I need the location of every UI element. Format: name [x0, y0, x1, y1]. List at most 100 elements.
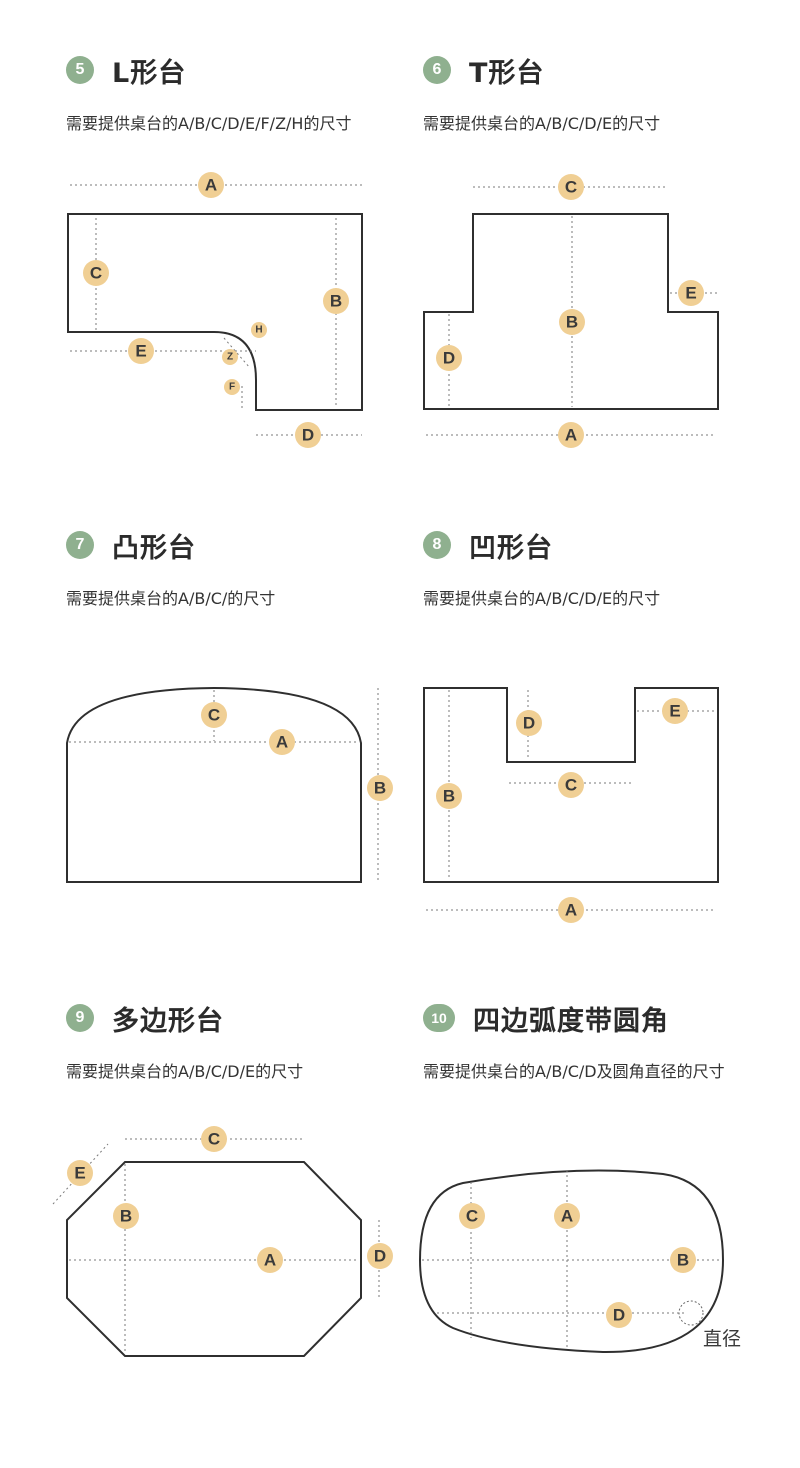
dimension-label-c: C: [558, 772, 584, 798]
panel-rounded-arc-shape: 10 四边弧度带圆角 需要提供桌台的A/B/C/D及圆角直径的尺寸 C A B …: [418, 998, 800, 1468]
svg-text:B: B: [120, 1207, 132, 1226]
step-number-badge: 6: [423, 56, 451, 84]
table-outline: [66, 1161, 362, 1357]
panel-header: 8 凹形台: [423, 525, 553, 565]
dimension-label-c: C: [201, 702, 227, 728]
panel-description: 需要提供桌台的A/B/C/的尺寸: [66, 589, 276, 608]
panel-header: 5 L形台: [66, 50, 186, 90]
table-outline: [423, 213, 719, 410]
svg-text:D: D: [443, 349, 455, 368]
svg-text:D: D: [523, 714, 535, 733]
dimension-label-a: A: [558, 422, 584, 448]
svg-text:A: A: [565, 426, 577, 445]
dimension-label-c: C: [201, 1126, 227, 1152]
dimension-label-d: D: [516, 710, 542, 736]
svg-text:D: D: [613, 1306, 625, 1325]
panel-header: 6 T形台: [423, 50, 544, 90]
table-outline: [418, 1169, 725, 1354]
svg-text:B: B: [677, 1251, 689, 1270]
svg-text:C: C: [565, 776, 577, 795]
panel-title: 凹形台: [469, 532, 553, 564]
svg-text:C: C: [208, 706, 220, 725]
svg-text:F: F: [229, 382, 235, 393]
dimension-label-f: F: [224, 379, 240, 395]
panel-title: 凸形台: [112, 532, 196, 564]
step-number-badge: 7: [66, 531, 94, 559]
svg-text:B: B: [330, 292, 342, 311]
table-outline: [423, 687, 719, 883]
panel-header: 9 多边形台: [66, 998, 224, 1038]
svg-text:H: H: [255, 325, 262, 336]
panel-description: 需要提供桌台的A/B/C/D/E的尺寸: [423, 589, 661, 608]
dimension-label-c: C: [83, 260, 109, 286]
panel-l-shape: 5 L形台 需要提供桌台的A/B/C/D/E/F/Z/H的尺寸 A C B E …: [66, 50, 446, 520]
svg-text:E: E: [685, 284, 696, 303]
svg-text:E: E: [135, 342, 146, 361]
polygon-shape-diagram: C E B A D: [52, 1126, 393, 1357]
dimension-label-b: B: [113, 1203, 139, 1229]
dimension-label-e: E: [128, 338, 154, 364]
dimension-label-d: D: [606, 1302, 632, 1328]
dimension-label-b: B: [323, 288, 349, 314]
svg-text:C: C: [466, 1207, 478, 1226]
table-outline: [66, 686, 362, 883]
dimension-label-e: E: [662, 698, 688, 724]
panel-title: L形台: [112, 57, 187, 89]
dimension-label-a: A: [198, 172, 224, 198]
diameter-label: 直径: [703, 1328, 741, 1350]
dimension-label-d: D: [436, 345, 462, 371]
svg-text:A: A: [276, 733, 288, 752]
svg-text:D: D: [374, 1247, 386, 1266]
panel-title: T形台: [469, 57, 545, 89]
panel-title: 多边形台: [112, 1005, 224, 1037]
panel-t-shape: 6 T形台 需要提供桌台的A/B/C/D/E的尺寸 C B E D A: [423, 50, 800, 520]
table-outline: [67, 213, 363, 411]
svg-text:A: A: [565, 901, 577, 920]
step-number-badge: 5: [66, 56, 94, 84]
dimension-label-e: E: [678, 280, 704, 306]
dimension-label-c: C: [558, 174, 584, 200]
dimension-label-a: A: [558, 897, 584, 923]
svg-text:B: B: [443, 787, 455, 806]
dimension-label-e: E: [67, 1160, 93, 1186]
panel-convex-shape: 7 凸形台 需要提供桌台的A/B/C/的尺寸 C A B: [66, 525, 446, 995]
dimension-label-d: D: [295, 422, 321, 448]
t-shape-diagram: C B E D A: [423, 174, 719, 448]
convex-shape-diagram: C A B: [66, 686, 393, 883]
svg-text:E: E: [74, 1164, 85, 1183]
panel-header: 10 四边弧度带圆角: [423, 998, 669, 1038]
svg-text:C: C: [90, 264, 102, 283]
svg-text:A: A: [205, 176, 217, 195]
dimension-label-b: B: [367, 775, 393, 801]
panel-description: 需要提供桌台的A/B/C/D及圆角直径的尺寸: [423, 1062, 725, 1081]
step-number-badge: 10: [423, 1004, 455, 1032]
panel-description: 需要提供桌台的A/B/C/D/E的尺寸: [423, 114, 661, 133]
l-shape-diagram: A C B E D H Z F: [67, 172, 363, 448]
panel-description: 需要提供桌台的A/B/C/D/E/F/Z/H的尺寸: [66, 114, 352, 133]
panel-title: 四边弧度带圆角: [473, 1005, 669, 1037]
svg-text:A: A: [264, 1251, 276, 1270]
dimension-label-c: C: [459, 1203, 485, 1229]
dimension-label-b: B: [559, 309, 585, 335]
svg-text:C: C: [565, 178, 577, 197]
panel-header: 7 凸形台: [66, 525, 196, 565]
svg-text:D: D: [302, 426, 314, 445]
svg-text:A: A: [561, 1207, 573, 1226]
svg-text:B: B: [374, 779, 386, 798]
dimension-label-a: A: [269, 729, 295, 755]
rounded-arc-shape-diagram: C A B D 直径: [418, 1169, 741, 1354]
svg-text:C: C: [208, 1130, 220, 1149]
step-number-badge: 9: [66, 1004, 94, 1032]
corner-radius-circle: [678, 1300, 704, 1326]
panel-concave-shape: 8 凹形台 需要提供桌台的A/B/C/D/E的尺寸 D E C B A: [423, 525, 800, 995]
dimension-label-z: Z: [222, 349, 238, 365]
concave-shape-diagram: D E C B A: [423, 687, 719, 923]
panel-polygon-shape: 9 多边形台 需要提供桌台的A/B/C/D/E的尺寸 C E B A D: [52, 998, 446, 1468]
dimension-label-a: A: [257, 1247, 283, 1273]
dimension-label-h: H: [251, 322, 267, 338]
svg-text:Z: Z: [227, 352, 233, 363]
panel-description: 需要提供桌台的A/B/C/D/E的尺寸: [66, 1062, 304, 1081]
dimension-label-d: D: [367, 1243, 393, 1269]
svg-text:E: E: [669, 702, 680, 721]
step-number-badge: 8: [423, 531, 451, 559]
